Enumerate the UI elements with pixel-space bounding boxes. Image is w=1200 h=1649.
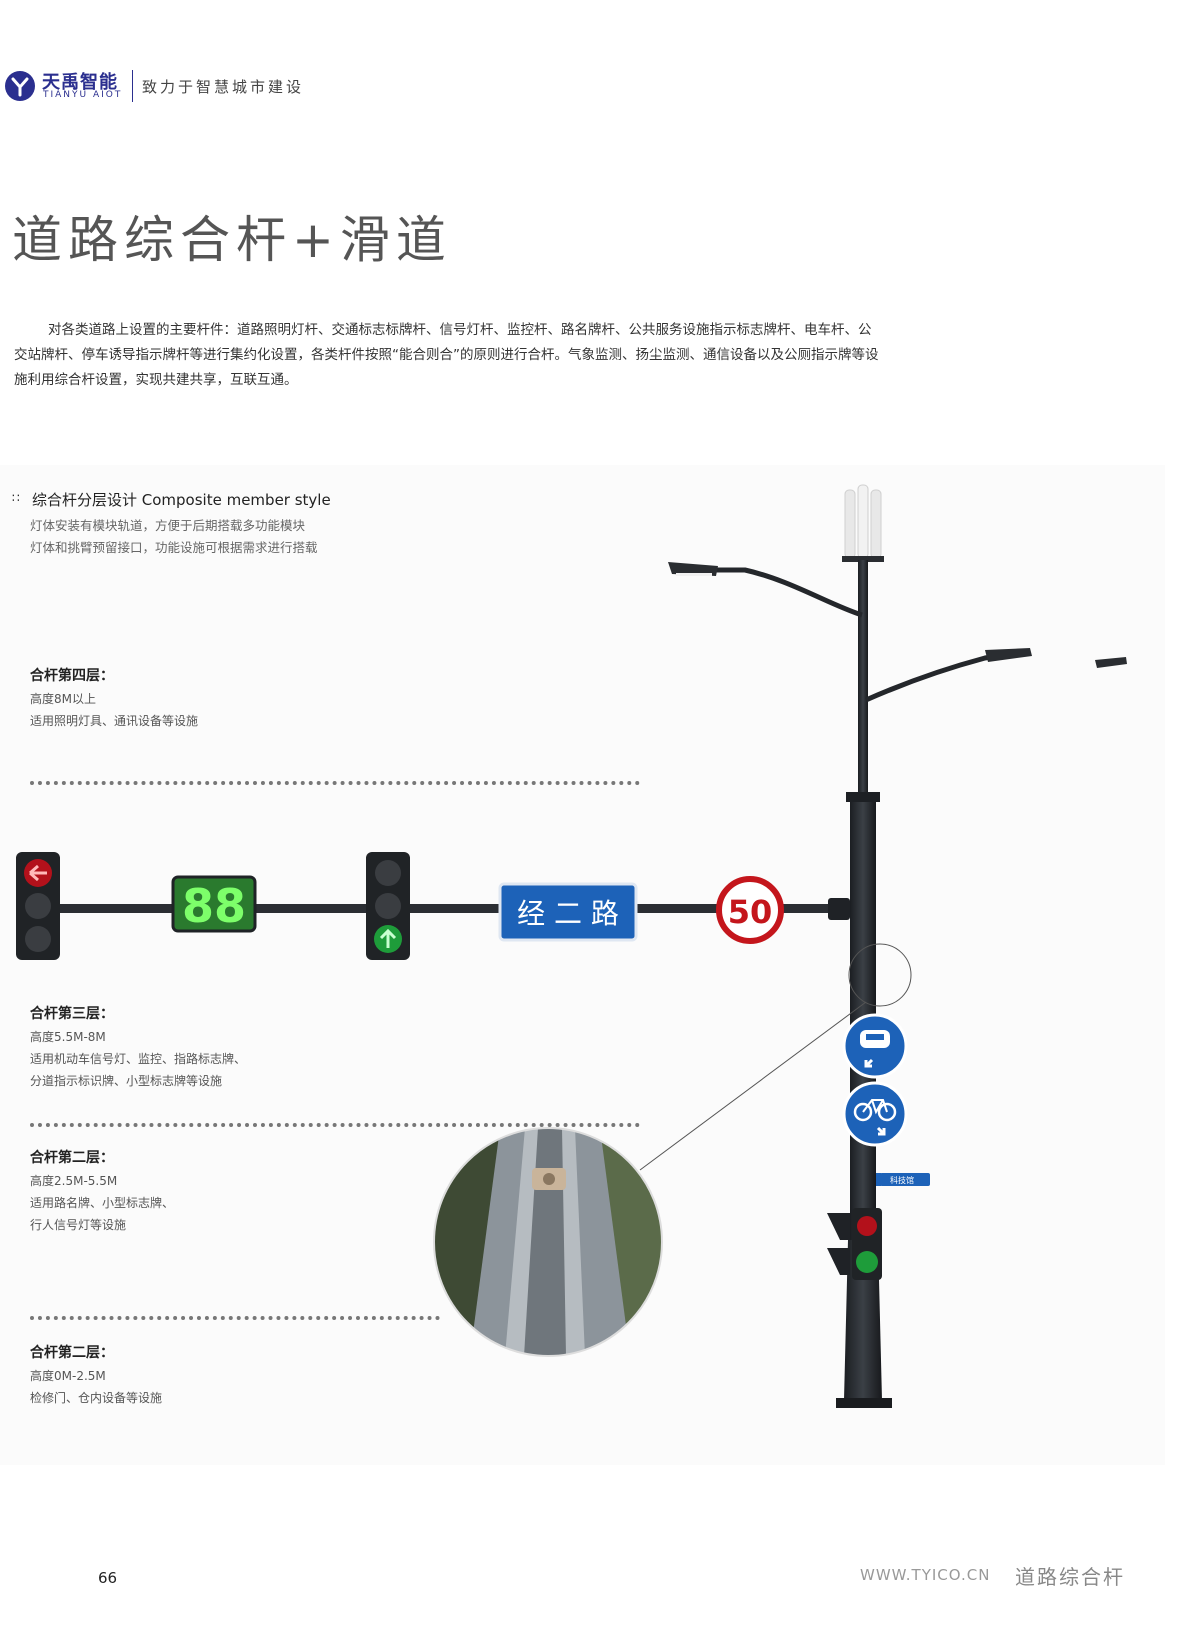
- lamp-arm-right: [864, 652, 1006, 703]
- layer2-title: 合杆第二层：: [30, 1150, 114, 1166]
- layer4-title: 合杆第四层：: [30, 668, 114, 684]
- section-bullet-icon: ∷: [12, 491, 21, 505]
- layer3-line3: 分道指示标识牌、小型标志牌等设施: [30, 1074, 223, 1088]
- road-name-sign: 经 二 路: [498, 882, 638, 942]
- layer2-line2: 适用路名牌、小型标志牌、: [30, 1196, 175, 1210]
- lamp-arm-left: [700, 567, 863, 618]
- street-lamp-left: [668, 562, 718, 576]
- layer1-line2: 检修门、仓内设备等设施: [30, 1391, 163, 1405]
- layer4-line1: 高度8M以上: [30, 692, 96, 706]
- layer1-line1: 高度0M-2.5M: [30, 1369, 106, 1383]
- brand-divider: [132, 70, 133, 102]
- layer1-title: 合杆第二层：: [30, 1345, 114, 1361]
- road-name-text: 经 二 路: [517, 897, 619, 930]
- cross-arm: [60, 904, 850, 913]
- pole-base: [836, 1398, 892, 1408]
- car-lane-sign: [842, 1013, 908, 1079]
- magnify-indicator: [848, 943, 912, 1007]
- layer2-line3: 行人信号灯等设施: [30, 1218, 127, 1232]
- layer3-title: 合杆第三层：: [30, 1006, 114, 1022]
- layer-divider: [30, 1123, 640, 1127]
- layer3-line1: 高度5.5M-8M: [30, 1030, 106, 1044]
- traffic-light-left: [16, 852, 60, 960]
- street-lamp-right: [985, 648, 1032, 662]
- footer-section-name: 道路综合杆: [1015, 1565, 1125, 1589]
- bicycle-lane-sign: [842, 1081, 908, 1147]
- section-heading: 综合杆分层设计 Composite member style: [32, 491, 331, 509]
- page-number: 66: [98, 1569, 118, 1587]
- layer4-line2: 适用照明灯具、通讯设备等设施: [30, 714, 199, 728]
- small-sign-text: 科技馆: [890, 1175, 914, 1185]
- intro-paragraph: 对各类道路上设置的主要杆件：道路照明灯杆、交通标志标牌杆、信号灯杆、监控杆、路名…: [14, 322, 879, 388]
- composite-pole-illustration: 88 经 二 路 50 科技馆: [16, 484, 1127, 1408]
- section-desc-line2: 灯体和挑臂预留接口，功能设施可根据需求进行搭载: [30, 540, 318, 555]
- countdown-digits: 88: [182, 879, 246, 933]
- layer2-line1: 高度2.5M-5.5M: [30, 1174, 118, 1188]
- brand-name-cn: 天禹智能: [42, 72, 118, 93]
- pedestrian-signal: [827, 1208, 882, 1280]
- speed-limit-text: 50: [728, 893, 773, 931]
- layer-divider: [30, 781, 640, 785]
- brand-slogan: 致力于智慧城市建设: [142, 78, 305, 96]
- page-title: 道路综合杆+滑道: [12, 211, 452, 269]
- layer-divider: [30, 1316, 440, 1320]
- layer3-line2: 适用机动车信号灯、监控、指路标志牌、: [30, 1052, 247, 1066]
- section-desc-line1: 灯体安装有模块轨道，方便于后期搭载多功能模块: [30, 518, 306, 533]
- countdown-display: 88: [171, 875, 257, 933]
- speed-limit-sign: 50: [716, 876, 784, 944]
- brand-name-en: TIANYU AIOT: [43, 90, 123, 100]
- small-direction-sign: 科技馆: [876, 1173, 930, 1186]
- footer-url: WWW.TYICO.CN: [860, 1566, 991, 1584]
- antenna-module: [842, 484, 884, 562]
- brand-logo-icon: [5, 71, 35, 101]
- rail-detail-magnified: [434, 1128, 662, 1356]
- traffic-light-right: [366, 852, 410, 960]
- upper-pole: [858, 560, 868, 800]
- street-lamp-far: [1095, 657, 1127, 668]
